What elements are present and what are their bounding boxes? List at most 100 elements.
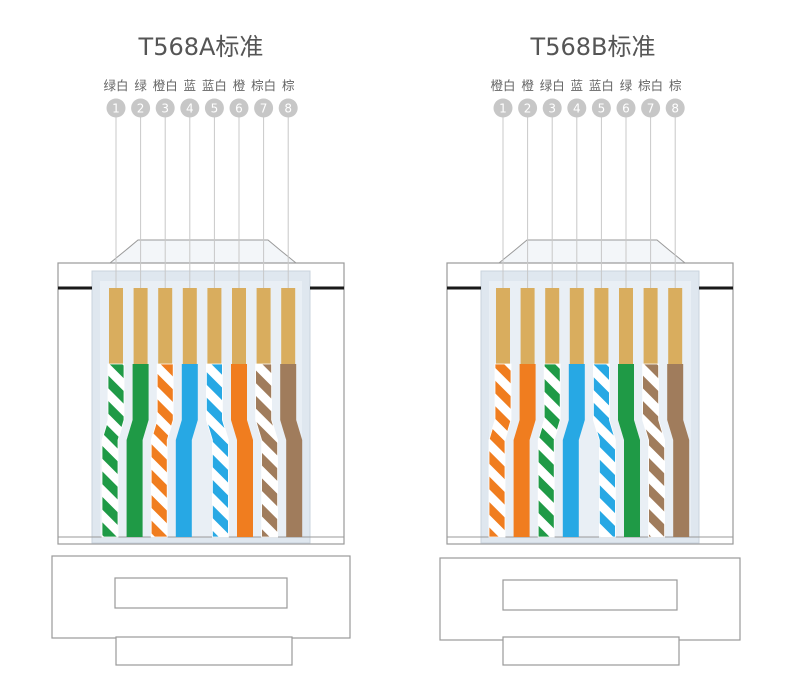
pin-number-circle (131, 98, 151, 118)
connector-housing (51, 239, 351, 666)
wire-pin-5: 5 蓝白 (589, 78, 616, 538)
pin-number-circle (518, 98, 538, 118)
pin-number: 8 (671, 102, 679, 116)
pin-number-circle (591, 98, 611, 118)
wire-insulation-striped (488, 363, 512, 538)
gold-contact (619, 288, 633, 364)
wire-pin-8: 8棕 (665, 78, 690, 537)
wire-color-label: 棕白 (638, 78, 663, 93)
wire-insulation-striped (537, 363, 561, 538)
gold-contact (569, 288, 584, 364)
wire-pin-4: 4蓝 (562, 78, 587, 537)
wire-insulation (562, 364, 585, 537)
pin-number-circle (155, 98, 175, 118)
wire-color-label: 蓝白 (202, 78, 227, 93)
pin-number-circle (641, 98, 661, 118)
pin-number: 6 (235, 102, 243, 116)
pin-number: 7 (647, 102, 655, 116)
pin-number-circle (616, 98, 636, 118)
wire-insulation (231, 364, 253, 537)
connector-housing (439, 239, 741, 666)
wire-color-label: 橙 (233, 78, 246, 93)
pin-number-circle (106, 98, 126, 118)
wire-pin-7: 7 棕白 (251, 78, 278, 538)
wire-pin-3: 3 绿白 (537, 78, 565, 538)
wire-pin-1: 1 绿白 (101, 78, 129, 538)
pin-number: 5 (598, 102, 606, 116)
pin-number: 2 (524, 102, 532, 116)
wire-pin-8: 8棕 (278, 78, 303, 537)
pin-number: 2 (137, 102, 145, 116)
pin-number-circle (493, 98, 513, 118)
pin-number-circle (229, 98, 249, 118)
gold-contact (520, 288, 535, 364)
wire-color-label: 橙 (521, 78, 534, 93)
pin-number: 7 (260, 102, 268, 116)
gold-contact (207, 288, 222, 364)
wire-insulation-striped (255, 363, 278, 538)
wire-insulation (513, 364, 536, 537)
plug-slot (114, 577, 288, 609)
wire-insulation (618, 364, 640, 537)
pin-number: 4 (186, 102, 194, 116)
gold-contact (643, 288, 658, 364)
wire-insulation-striped (206, 363, 229, 538)
gold-contact (594, 288, 609, 364)
wire-insulation-striped (642, 363, 665, 538)
standard-title-t568b: T568B标准 (530, 33, 656, 61)
gold-contact (158, 288, 173, 364)
pin-number: 4 (573, 102, 581, 116)
wire-color-label: 绿白 (540, 78, 565, 93)
pin-number: 1 (499, 102, 507, 116)
gold-contact (133, 288, 148, 364)
wire-pin-6: 6绿 (616, 78, 640, 537)
gold-contact (668, 288, 683, 364)
cable-boot (502, 636, 680, 666)
wire-insulation (280, 364, 303, 537)
wire-insulation (126, 364, 149, 537)
pin-number-circle (204, 98, 224, 118)
wire-insulation (667, 364, 690, 537)
pin-number-circle (278, 98, 298, 118)
pin-number-circle (665, 98, 685, 118)
wire-color-label: 棕 (669, 78, 682, 93)
wire-color-label: 蓝 (184, 78, 197, 93)
pin-number: 1 (112, 102, 120, 116)
wire-pin-1: 1 橙白 (488, 78, 516, 538)
pin-number: 8 (284, 102, 292, 116)
gold-contact (256, 288, 271, 364)
wire-color-label: 绿 (134, 78, 147, 93)
wire-color-label: 棕 (282, 78, 295, 93)
wire-color-label: 绿白 (103, 78, 128, 93)
pin-number-circle (180, 98, 200, 118)
gold-contact (545, 288, 560, 364)
wire-color-label: 棕白 (251, 78, 276, 93)
wire-pin-7: 7 棕白 (638, 78, 665, 538)
wire-color-label: 绿 (620, 78, 633, 93)
cable-boot (115, 636, 293, 666)
wire-pin-4: 4蓝 (175, 78, 200, 537)
wire-pin-3: 3橙白 (150, 78, 178, 538)
standard-title-t568a: T568A标准 (138, 33, 264, 61)
wire-insulation-striped (101, 363, 125, 538)
gold-contact (182, 288, 197, 364)
pin-number: 6 (622, 102, 630, 116)
latch-top (108, 239, 298, 264)
wire-insulation-striped (150, 363, 174, 538)
wire-pin-2: 2绿 (126, 78, 151, 537)
wire-color-label: 橙白 (490, 78, 515, 93)
wire-color-label: 蓝白 (589, 78, 614, 93)
wire-pin-5: 5 蓝白 (202, 78, 229, 538)
gold-contact (109, 288, 123, 364)
gold-contact (496, 288, 510, 364)
plug-slot (502, 579, 678, 611)
pin-number: 3 (161, 102, 169, 116)
pin-number: 5 (211, 102, 219, 116)
pin-number: 3 (548, 102, 556, 116)
wire-pin-2: 2橙 (513, 78, 538, 537)
pin-number-circle (542, 98, 562, 118)
